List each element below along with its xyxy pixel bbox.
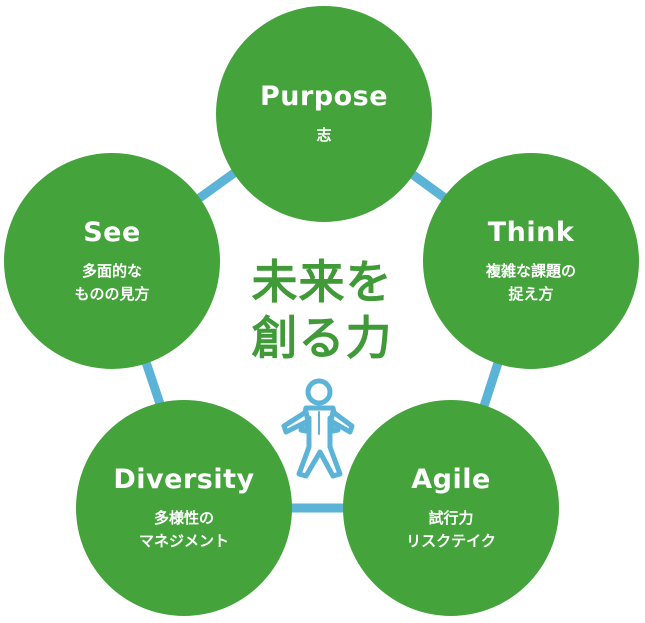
- purpose-desc: 志: [316, 126, 332, 144]
- see-desc: 多面的な ものの見方: [74, 261, 150, 303]
- think-title: Think: [487, 216, 575, 248]
- purpose-title: Purpose: [259, 81, 389, 112]
- think-circle: Think 複雑な課題の 捉え方: [423, 153, 639, 369]
- person-icon: [281, 378, 355, 479]
- purpose-circle: Purpose 志: [216, 6, 432, 222]
- diversity-title: Diversity: [113, 463, 255, 495]
- see-title: See: [83, 216, 141, 248]
- see-circle: See 多面的な ものの見方: [4, 153, 220, 369]
- diversity-desc: 多様性の マネジメント: [138, 508, 229, 550]
- agile-title: Agile: [411, 463, 491, 495]
- agile-circle: Agile 試行力 リスクテイク: [343, 400, 559, 616]
- diversity-circle: Diversity 多様性の マネジメント: [76, 400, 292, 616]
- center-title: 未来を 創る力: [251, 255, 393, 365]
- think-desc: 複雑な課題の 捉え方: [485, 261, 576, 303]
- agile-desc: 試行力 リスクテイク: [406, 508, 496, 550]
